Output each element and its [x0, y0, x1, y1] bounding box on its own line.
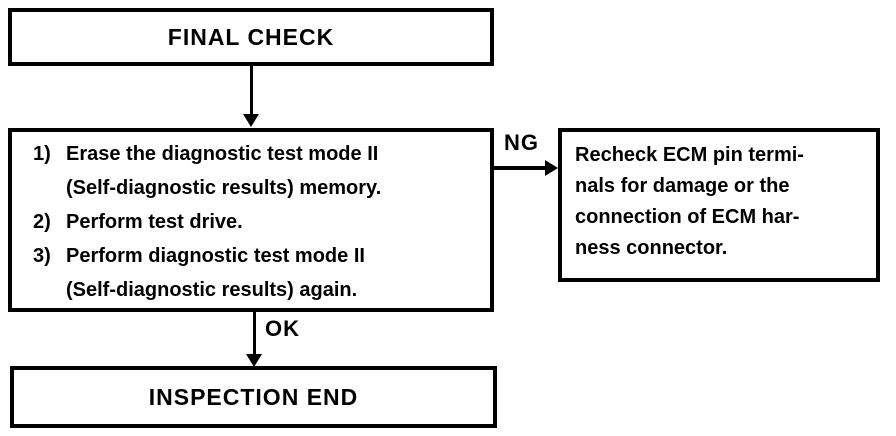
- procedure-step-1: 1) Erase the diagnostic test mode II (Se…: [33, 137, 484, 205]
- node-final-check-label: FINAL CHECK: [167, 23, 335, 50]
- step-number: 3): [33, 245, 51, 267]
- recheck-line: Recheck ECM pin termi-: [575, 144, 804, 166]
- recheck-line: ness connector.: [575, 237, 728, 259]
- step-line: Perform test drive.: [66, 211, 243, 233]
- step-text: Perform diagnostic test mode II (Self-di…: [66, 239, 365, 307]
- step-text: Perform test drive.: [66, 205, 243, 239]
- step-number: 2): [33, 211, 51, 233]
- procedure-step-3: 3) Perform diagnostic test mode II (Self…: [33, 239, 484, 307]
- arrow-right-icon: [545, 160, 558, 176]
- step-line: (Self-diagnostic results) memory.: [66, 177, 382, 199]
- arrow-down-icon: [243, 114, 259, 127]
- node-inspection-end: INSPECTION END: [10, 366, 497, 428]
- step-number: 1): [33, 143, 51, 165]
- step-line: Erase the diagnostic test mode II: [66, 143, 379, 165]
- node-final-check: FINAL CHECK: [8, 8, 494, 66]
- arrow-down-icon: [246, 354, 262, 367]
- step-text: Erase the diagnostic test mode II (Self-…: [66, 137, 381, 205]
- recheck-line: connection of ECM har-: [575, 206, 800, 228]
- step-line: (Self-diagnostic results) again.: [66, 279, 358, 301]
- edge-ok-line: [253, 312, 256, 354]
- procedure-step-2: 2) Perform test drive.: [33, 205, 484, 239]
- node-procedure: 1) Erase the diagnostic test mode II (Se…: [8, 128, 494, 312]
- edge-label-ok: OK: [265, 316, 300, 341]
- edge-final-to-procedure-line: [250, 66, 253, 114]
- edge-label-ng: NG: [504, 130, 539, 155]
- recheck-line: nals for damage or the: [575, 175, 790, 197]
- edge-ng-line: [494, 166, 545, 170]
- step-line: Perform diagnostic test mode II: [66, 245, 365, 267]
- node-inspection-end-label: INSPECTION END: [148, 383, 359, 410]
- node-recheck-ecm: Recheck ECM pin termi- nals for damage o…: [558, 128, 880, 282]
